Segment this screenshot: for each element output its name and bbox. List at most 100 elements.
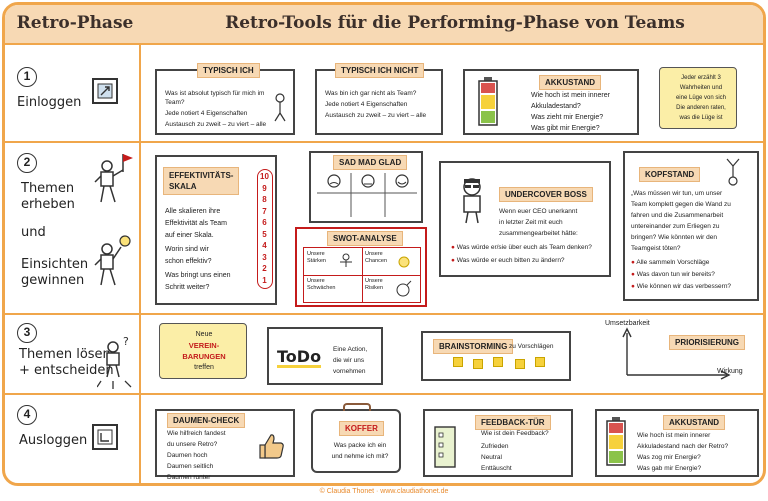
person-deciding-icon: ? bbox=[97, 335, 132, 389]
card-feedback-tuer: FEEDBACK-TÜR Wie ist dein Feedback? Zufr… bbox=[423, 409, 573, 477]
feedback-door-icon bbox=[434, 426, 456, 468]
todo-logo: ToDo bbox=[277, 347, 322, 368]
swot-grid: Unsere Stärken Unsere Chancen Unsere Sch… bbox=[303, 247, 421, 303]
priorisierung-x-label: Wirkung bbox=[717, 368, 743, 375]
feedback-line-4: Enttäuscht bbox=[481, 465, 512, 472]
typisch-ich-line-1: Was ist absolut typisch für mich im Team… bbox=[165, 90, 265, 106]
effektivitaet-line-1: Alle skalieren ihre bbox=[165, 208, 221, 215]
typisch-nicht-line-1: Was bin ich gar nicht als Team? bbox=[325, 90, 417, 97]
todo-line-3: vornehmen bbox=[333, 368, 366, 375]
effektivitaet-line-2: Effektivität als Team bbox=[165, 220, 227, 227]
brainstorming-suffix: zu Vorschlägen bbox=[509, 343, 554, 350]
logout-door-icon bbox=[92, 424, 118, 450]
header-bar: Retro-Phase Retro-Tools für die Performi… bbox=[5, 5, 763, 45]
kopfstand-line-4: untereinander zum Erliegen zu bbox=[631, 223, 720, 230]
scroll-line-3: eine Lüge von sich bbox=[675, 95, 727, 101]
sticky-note bbox=[453, 357, 463, 367]
suitcase-handle-icon bbox=[343, 403, 371, 411]
typisch-ich-line-3: Austausch zu zweit – zu viert – alle bbox=[165, 121, 267, 128]
akkustand-line-3: Was zieht mir Energie? bbox=[531, 114, 604, 121]
kopfstand-question-3: ● Wie können wir das verbessern? bbox=[631, 283, 732, 290]
chance-sun-icon bbox=[398, 256, 410, 268]
header-main-title: Retro-Tools für die Performing-Phase von… bbox=[225, 13, 685, 33]
battery-icon bbox=[606, 417, 626, 466]
tag-swot: SWOT-ANALYSE bbox=[327, 231, 403, 246]
tag-kopfstand: KOPFSTAND bbox=[639, 167, 701, 182]
phase-2-label-3: und bbox=[21, 225, 46, 240]
person-icon bbox=[274, 93, 286, 122]
swot-strengths: Unsere Stärken bbox=[307, 251, 326, 264]
sticky-note bbox=[473, 359, 483, 369]
card-undercover-boss: UNDERCOVER BOSS Wenn euer CEO unerkannt … bbox=[439, 161, 611, 277]
footer-copyright: © Claudia Thonet · www.claudiathonet.de bbox=[319, 488, 449, 495]
daumen-line-2: du unsere Retro? bbox=[167, 441, 218, 448]
akkustand-line-4: Was gibt mir Energie? bbox=[531, 125, 600, 132]
todo-line-1: Eine Action, bbox=[333, 346, 368, 353]
tag-typisch-ich-nicht: TYPISCH ICH NICHT bbox=[335, 63, 425, 78]
scroll-line-2: Wahrheiten und bbox=[679, 85, 723, 91]
scale-number: 6 bbox=[262, 218, 267, 227]
tag-koffer: KOFFER bbox=[339, 421, 384, 436]
phase-2-label-5: gewinnen bbox=[21, 273, 85, 288]
kopfstand-question-2: ● Was davon tun wir bereits? bbox=[631, 271, 715, 278]
card-akkustand-2: AKKUSTAND Wie hoch ist mein innerer Akku… bbox=[595, 409, 759, 477]
undercover-line-2: in letzter Zeit mit euch bbox=[499, 219, 563, 226]
kopfstand-line-1: „Was müssen wir tun, um unser bbox=[631, 190, 723, 197]
battery-icon bbox=[478, 77, 498, 126]
daumen-line-4: Daumen seitlich bbox=[167, 463, 214, 470]
kopfstand-line-3: fahren und die Zusammenarbeit bbox=[631, 212, 724, 219]
feedback-line-3: Neutral bbox=[481, 454, 502, 461]
thumbs-up-icon bbox=[259, 434, 284, 459]
akkustand-line-2: Akkuladestand? bbox=[531, 103, 581, 110]
effektivitaet-line-7: Schritt weiter? bbox=[165, 284, 210, 291]
effektivitaet-line-6: Was bringt uns einen bbox=[165, 272, 231, 279]
scroll-line-4: Die anderen raten, bbox=[676, 105, 726, 111]
scale-number: 4 bbox=[262, 241, 267, 250]
priorisierung-axes bbox=[622, 327, 731, 380]
daumen-line-3: Daumen hoch bbox=[167, 452, 208, 459]
priorisierung-y-label: Umsetzbarkeit bbox=[605, 320, 650, 327]
sad-mad-glad-faces bbox=[317, 173, 417, 217]
effektivitaet-title-1: EFFEKTIVITÄTS- bbox=[169, 171, 234, 180]
effektivitaet-line-3: auf einer Skala. bbox=[165, 232, 214, 239]
akkustand2-line-3: Was zog mir Energie? bbox=[637, 454, 701, 461]
koffer-line-2: und nehme ich mit? bbox=[331, 453, 389, 460]
daumen-line-1: Wie hilfreich fandest bbox=[167, 430, 226, 437]
card-akkustand: AKKUSTAND Wie hoch ist mein innerer Akku… bbox=[463, 69, 639, 135]
akkustand2-line-2: Akkuladestand nach der Retro? bbox=[637, 443, 729, 450]
typisch-nicht-line-2: Jede notiert 4 Eigenschaften bbox=[325, 101, 408, 108]
swot-chances: Unsere Chancen bbox=[365, 251, 388, 264]
daumen-line-5: Daumen runter bbox=[167, 474, 211, 481]
scale-number: 3 bbox=[262, 252, 267, 262]
phase-3-number: 3 bbox=[17, 323, 37, 343]
phase-4-number: 4 bbox=[17, 405, 37, 425]
typisch-ich-line-2: Jede notiert 4 Eigenschaften bbox=[165, 110, 248, 117]
tag-sad-mad-glad: SAD MAD GLAD bbox=[333, 155, 408, 170]
scale-number: 2 bbox=[262, 264, 267, 273]
scale-number: 1 bbox=[262, 275, 267, 285]
phase-4-label: Ausloggen bbox=[19, 433, 88, 448]
akkustand-line-1: Wie hoch ist mein innerer bbox=[531, 92, 610, 99]
vereinbarungen-line-1: Neue bbox=[195, 331, 213, 338]
phase-2-label-1: Themen bbox=[21, 181, 75, 196]
undercover-question-2: ● Was würde er euch bitten zu ändern? bbox=[451, 257, 565, 264]
column-divider bbox=[139, 45, 141, 483]
row-divider-1 bbox=[5, 141, 763, 143]
feedback-line-2: Zufrieden bbox=[481, 443, 509, 450]
risk-bomb-icon bbox=[396, 280, 412, 297]
kopfstand-line-6: Teamgeist töten? bbox=[631, 245, 681, 252]
person-with-flag-icon bbox=[94, 154, 133, 203]
scale-number: 7 bbox=[262, 206, 267, 216]
login-door-icon bbox=[92, 78, 118, 104]
poster-frame: Retro-Phase Retro-Tools für die Performi… bbox=[2, 2, 766, 486]
vereinbarungen-line-3: BARUNGEN bbox=[182, 352, 226, 361]
todo-line-2: die wir uns bbox=[333, 357, 365, 364]
phase-2-label-2: erheben bbox=[21, 197, 75, 212]
card-swot: SWOT-ANALYSE Unsere Stärken Unsere Chanc… bbox=[295, 227, 427, 307]
phase-2-label-4: Einsichten bbox=[21, 257, 89, 272]
card-todo: ToDo Eine Action, die wir uns vornehmen bbox=[267, 327, 383, 385]
headstand-person-icon bbox=[726, 158, 740, 186]
tag-priorisierung: PRIORISIERUNG bbox=[669, 335, 746, 350]
phase-1-label: Einloggen bbox=[17, 95, 82, 110]
